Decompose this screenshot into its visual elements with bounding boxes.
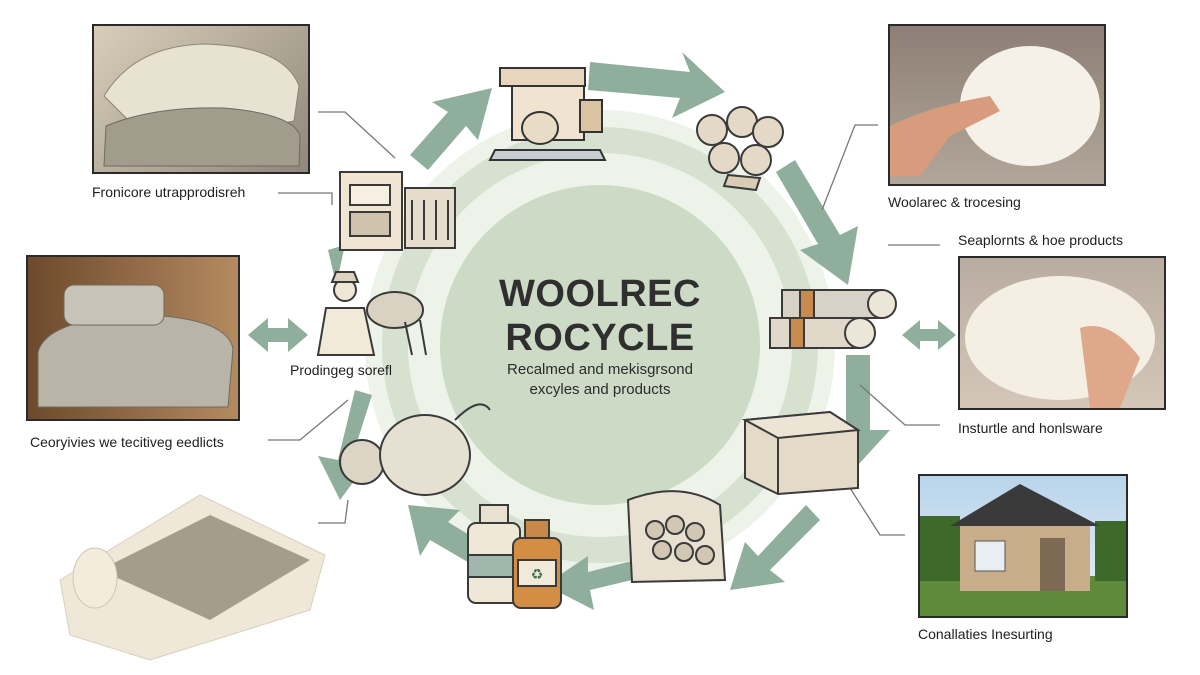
- center-title-line1: WOOLREC: [499, 273, 701, 315]
- label-mid-left-inner: Prodingeg sorefl: [290, 362, 392, 378]
- svg-text:♻: ♻: [531, 567, 544, 583]
- arrow-top: [588, 52, 725, 118]
- connector-lines: [268, 111, 940, 536]
- center-title: WOOLREC ROCYCLE: [490, 272, 710, 360]
- label-top-right: Woolarec & trocesing: [888, 194, 1021, 210]
- arrow-top-left: [410, 88, 492, 170]
- label-bottom-right: Conallaties Inesurting: [918, 626, 1053, 642]
- raw-fleece-icon: [339, 403, 491, 496]
- insulation-block-icon: [741, 410, 861, 496]
- textile-rolls-icon: [696, 106, 784, 192]
- label-right-lower: Insturtle and honlsware: [958, 420, 1103, 436]
- arrow-bottom: [545, 556, 640, 610]
- center-title-line2: ROCYCLE: [505, 317, 695, 359]
- photo-folded-blankets: [92, 24, 310, 174]
- double-arrow-left: [248, 318, 308, 352]
- spinning-machine-icon: [488, 67, 607, 161]
- arrow-bottom-right: [730, 505, 820, 590]
- arrow-right-upper: [776, 160, 858, 285]
- recycled-bottles-icon: ♻: [467, 504, 562, 609]
- farmer-icon: [316, 271, 427, 356]
- photo-wool-felt-roll: [40, 460, 330, 665]
- carding-machine-icon: [339, 171, 456, 251]
- double-arrow-right: [902, 320, 956, 350]
- photo-hand-processed-wool: [958, 256, 1166, 410]
- photo-hand-raw-wool: [888, 24, 1106, 186]
- label-top-left: Fronicore utrapprodisreh: [92, 184, 246, 200]
- wool-bale-icon: [626, 490, 727, 584]
- label-mid-left: Ceoryivies we tecitiveg eedlicts: [30, 434, 224, 450]
- label-right-upper: Seaplornts & hoe products: [958, 232, 1123, 248]
- center-subtitle-line1: Recalmed and mekisgrsond: [507, 361, 693, 378]
- center-subtitle-line2: excyles and products: [529, 381, 671, 398]
- insulation-rolls-icon: [769, 289, 897, 349]
- center-disc: [440, 185, 760, 505]
- center-subtitle: Recalmed and mekisgrsond excyles and pro…: [470, 360, 730, 400]
- photo-insulated-house: [918, 474, 1128, 618]
- photo-folded-towels: [26, 255, 240, 421]
